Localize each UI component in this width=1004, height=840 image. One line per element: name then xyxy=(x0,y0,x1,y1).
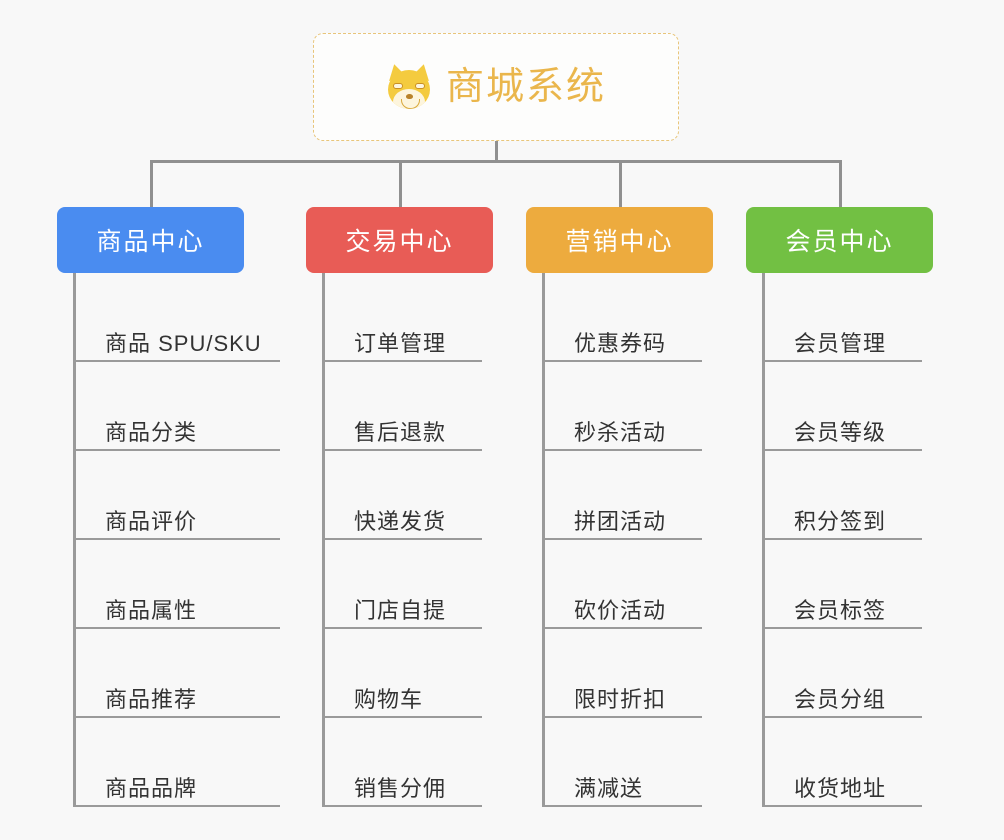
leaf-item[interactable]: 商品属性 xyxy=(73,540,280,629)
branch-stem-line xyxy=(398,160,402,207)
leaf-item-label: 快递发货 xyxy=(354,508,447,534)
leaf-item[interactable]: 购物车 xyxy=(322,629,482,718)
branch-node-1[interactable]: 商品中心 xyxy=(57,207,244,273)
leaf-item-label: 商品品牌 xyxy=(105,775,198,801)
leaf-item-label: 购物车 xyxy=(354,686,424,712)
leaf-item[interactable]: 会员标签 xyxy=(762,540,922,629)
leaf-item-label: 商品评价 xyxy=(105,508,198,534)
branch-node-4[interactable]: 会员中心 xyxy=(746,207,933,273)
leaf-item-label: 积分签到 xyxy=(794,508,887,534)
leaf-item-label: 门店自提 xyxy=(354,597,447,623)
leaf-item[interactable]: 优惠券码 xyxy=(542,273,702,362)
leaf-item[interactable]: 会员分组 xyxy=(762,629,922,718)
branch-node-label: 商品中心 xyxy=(96,228,205,256)
leaf-column-3: 优惠券码秒杀活动拼团活动砍价活动限时折扣满减送 xyxy=(542,273,702,807)
leaf-item-label: 限时折扣 xyxy=(574,686,667,712)
leaf-item[interactable]: 会员等级 xyxy=(762,362,922,451)
leaf-column-4: 会员管理会员等级积分签到会员标签会员分组收货地址 xyxy=(762,273,922,807)
leaf-item[interactable]: 门店自提 xyxy=(322,540,482,629)
leaf-item-label: 会员分组 xyxy=(794,686,887,712)
root-node-label: 商城系统 xyxy=(445,66,606,108)
leaf-item-label: 售后退款 xyxy=(354,419,447,445)
leaf-item-label: 订单管理 xyxy=(354,330,447,356)
leaf-trunk-line xyxy=(322,273,325,807)
branch-node-2[interactable]: 交易中心 xyxy=(306,207,493,273)
leaf-item[interactable]: 满减送 xyxy=(542,718,702,807)
leaf-item-label: 会员等级 xyxy=(794,419,887,445)
leaf-item-label: 优惠券码 xyxy=(574,330,667,356)
dog-face-icon xyxy=(385,62,433,110)
leaf-item[interactable]: 商品品牌 xyxy=(73,718,280,807)
leaf-item[interactable]: 砍价活动 xyxy=(542,540,702,629)
leaf-item-label: 商品分类 xyxy=(105,419,198,445)
branch-stem-line xyxy=(618,160,622,207)
leaf-item[interactable]: 拼团活动 xyxy=(542,451,702,540)
leaf-column-2: 订单管理售后退款快递发货门店自提购物车销售分佣 xyxy=(322,273,482,807)
horizontal-bus-line xyxy=(150,160,840,163)
leaf-item-label: 砍价活动 xyxy=(574,597,667,623)
leaf-item[interactable]: 积分签到 xyxy=(762,451,922,540)
leaf-item[interactable]: 商品分类 xyxy=(73,362,280,451)
leaf-column-1: 商品 SPU/SKU 商品分类商品评价商品属性商品推荐商品品牌 xyxy=(73,273,280,807)
leaf-item[interactable]: 快递发货 xyxy=(322,451,482,540)
branch-node-label: 营销中心 xyxy=(565,228,674,256)
leaf-item-label: 满减送 xyxy=(574,775,644,801)
leaf-item-label: 秒杀活动 xyxy=(574,419,667,445)
root-stem-line xyxy=(495,141,498,163)
root-node[interactable]: 商城系统 xyxy=(313,33,679,141)
leaf-item[interactable]: 秒杀活动 xyxy=(542,362,702,451)
leaf-item-label: 商品推荐 xyxy=(105,686,198,712)
branch-stem-line xyxy=(838,160,842,207)
leaf-trunk-line xyxy=(762,273,765,807)
leaf-item-label: 收货地址 xyxy=(794,775,887,801)
leaf-item-label: 拼团活动 xyxy=(574,508,667,534)
leaf-item-label: 会员标签 xyxy=(794,597,887,623)
leaf-item[interactable]: 商品 SPU/SKU xyxy=(73,273,280,362)
branch-node-label: 会员中心 xyxy=(785,228,894,256)
leaf-item[interactable]: 销售分佣 xyxy=(322,718,482,807)
leaf-trunk-line xyxy=(542,273,545,807)
leaf-item[interactable]: 订单管理 xyxy=(322,273,482,362)
leaf-item[interactable]: 限时折扣 xyxy=(542,629,702,718)
leaf-trunk-line xyxy=(73,273,76,807)
branch-stem-line xyxy=(149,160,153,207)
leaf-item[interactable]: 会员管理 xyxy=(762,273,922,362)
leaf-item-label: 销售分佣 xyxy=(354,775,447,801)
leaf-item-label: 商品属性 xyxy=(105,597,198,623)
leaf-item[interactable]: 收货地址 xyxy=(762,718,922,807)
leaf-item-label: 商品 SPU/SKU xyxy=(105,330,262,356)
branch-node-label: 交易中心 xyxy=(345,228,454,256)
leaf-item-label: 会员管理 xyxy=(794,330,887,356)
leaf-item[interactable]: 商品评价 xyxy=(73,451,280,540)
leaf-item[interactable]: 售后退款 xyxy=(322,362,482,451)
leaf-item[interactable]: 商品推荐 xyxy=(73,629,280,718)
branch-node-3[interactable]: 营销中心 xyxy=(526,207,713,273)
